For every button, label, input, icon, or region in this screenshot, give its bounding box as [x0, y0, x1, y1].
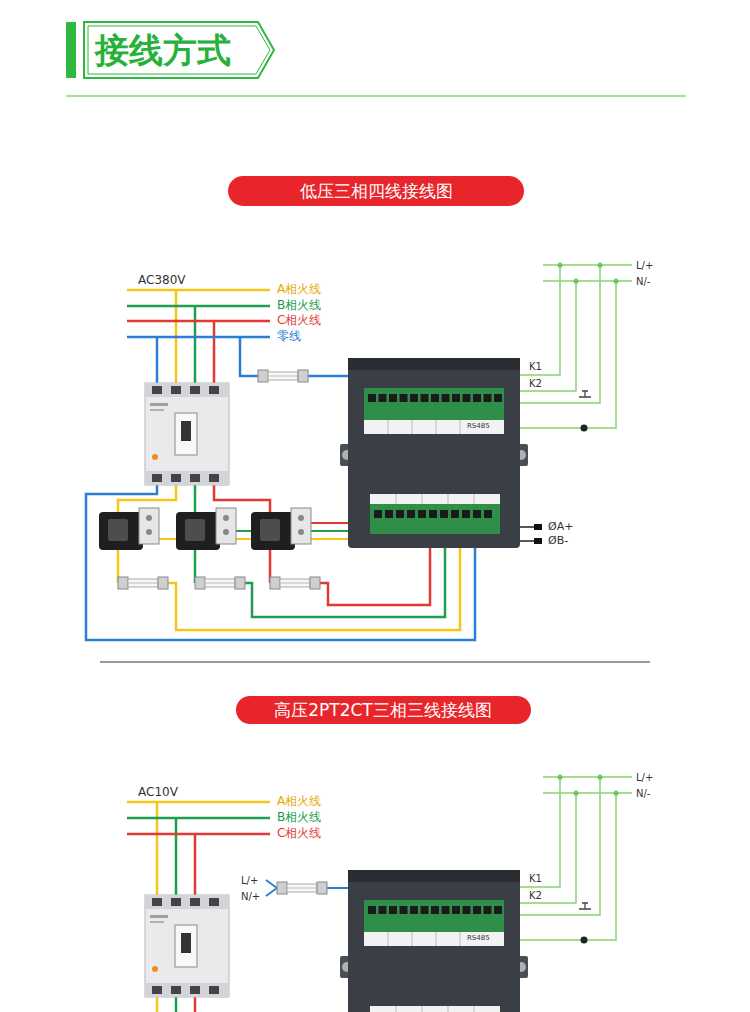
page-title: 接线方式: [95, 24, 231, 76]
phase-b-wire: [127, 818, 270, 1012]
ct-wire: [311, 522, 348, 524]
phase-c-wire: [127, 834, 270, 1012]
section-heading: 高压2PT2CT三相三线接线图: [236, 696, 531, 724]
meter: [340, 358, 528, 548]
supply-label: L/+: [636, 772, 653, 783]
wire-label: A相火线: [277, 283, 321, 296]
control-wiring: [520, 263, 632, 432]
phase-b-wire: [245, 548, 445, 617]
terminal-label: RS485: [466, 935, 491, 943]
wire-label: C相火线: [277, 314, 321, 327]
voltage-label: AC380V: [138, 274, 186, 287]
phase-c-wire: [320, 548, 430, 605]
terminal-label: RS485: [466, 423, 491, 431]
supply-label: N/-: [636, 788, 650, 799]
meter: [340, 870, 528, 1012]
header-bar: [66, 22, 76, 78]
wire-label: A相火线: [277, 795, 321, 808]
wire-label: B相火线: [277, 299, 321, 312]
relay-label: K2: [528, 890, 543, 901]
supply-label: L/+: [241, 875, 258, 886]
header-frame: [84, 22, 274, 78]
header-rule: [66, 95, 686, 97]
rs485-terminal: [534, 538, 542, 544]
rs485-terminal: [534, 524, 542, 530]
wire-label: 零线: [277, 330, 301, 343]
relay-label: K1: [528, 873, 543, 884]
current-transformer: [99, 508, 159, 550]
relay-label: K1: [528, 361, 543, 372]
section-divider: [100, 662, 650, 663]
heading-text: 低压三相四线接线图: [300, 182, 453, 201]
heading-text: 高压2PT2CT三相三线接线图: [274, 701, 492, 720]
supply-wire: [266, 880, 348, 896]
mains-wires: [127, 802, 348, 1012]
supply-label: N/+: [241, 891, 260, 902]
neutral-wire: [127, 337, 348, 386]
fuse: [118, 577, 168, 589]
supply-label: L/+: [636, 260, 653, 271]
current-transformer: [251, 508, 311, 550]
current-transformer: [176, 508, 236, 550]
voltage-label: AC10V: [138, 786, 178, 799]
section-heading: 低压三相四线接线图: [228, 176, 524, 206]
supply-label: N/-: [636, 276, 650, 287]
fuse: [277, 882, 327, 894]
wire-label: B相火线: [277, 811, 321, 824]
control-wiring: [520, 775, 632, 944]
phase-a-wire: [127, 802, 270, 1012]
fuse: [270, 577, 320, 589]
phase-a-wire: [168, 548, 460, 630]
signal-label: ØA+: [548, 521, 573, 533]
breaker: [145, 895, 229, 997]
signal-label: ØB-: [548, 535, 568, 547]
wire-label: C相火线: [277, 827, 321, 840]
fuse: [195, 577, 245, 589]
fuse: [258, 370, 308, 382]
breaker: [145, 383, 229, 485]
phase-b-wire: [127, 306, 270, 386]
relay-label: K2: [528, 378, 543, 389]
